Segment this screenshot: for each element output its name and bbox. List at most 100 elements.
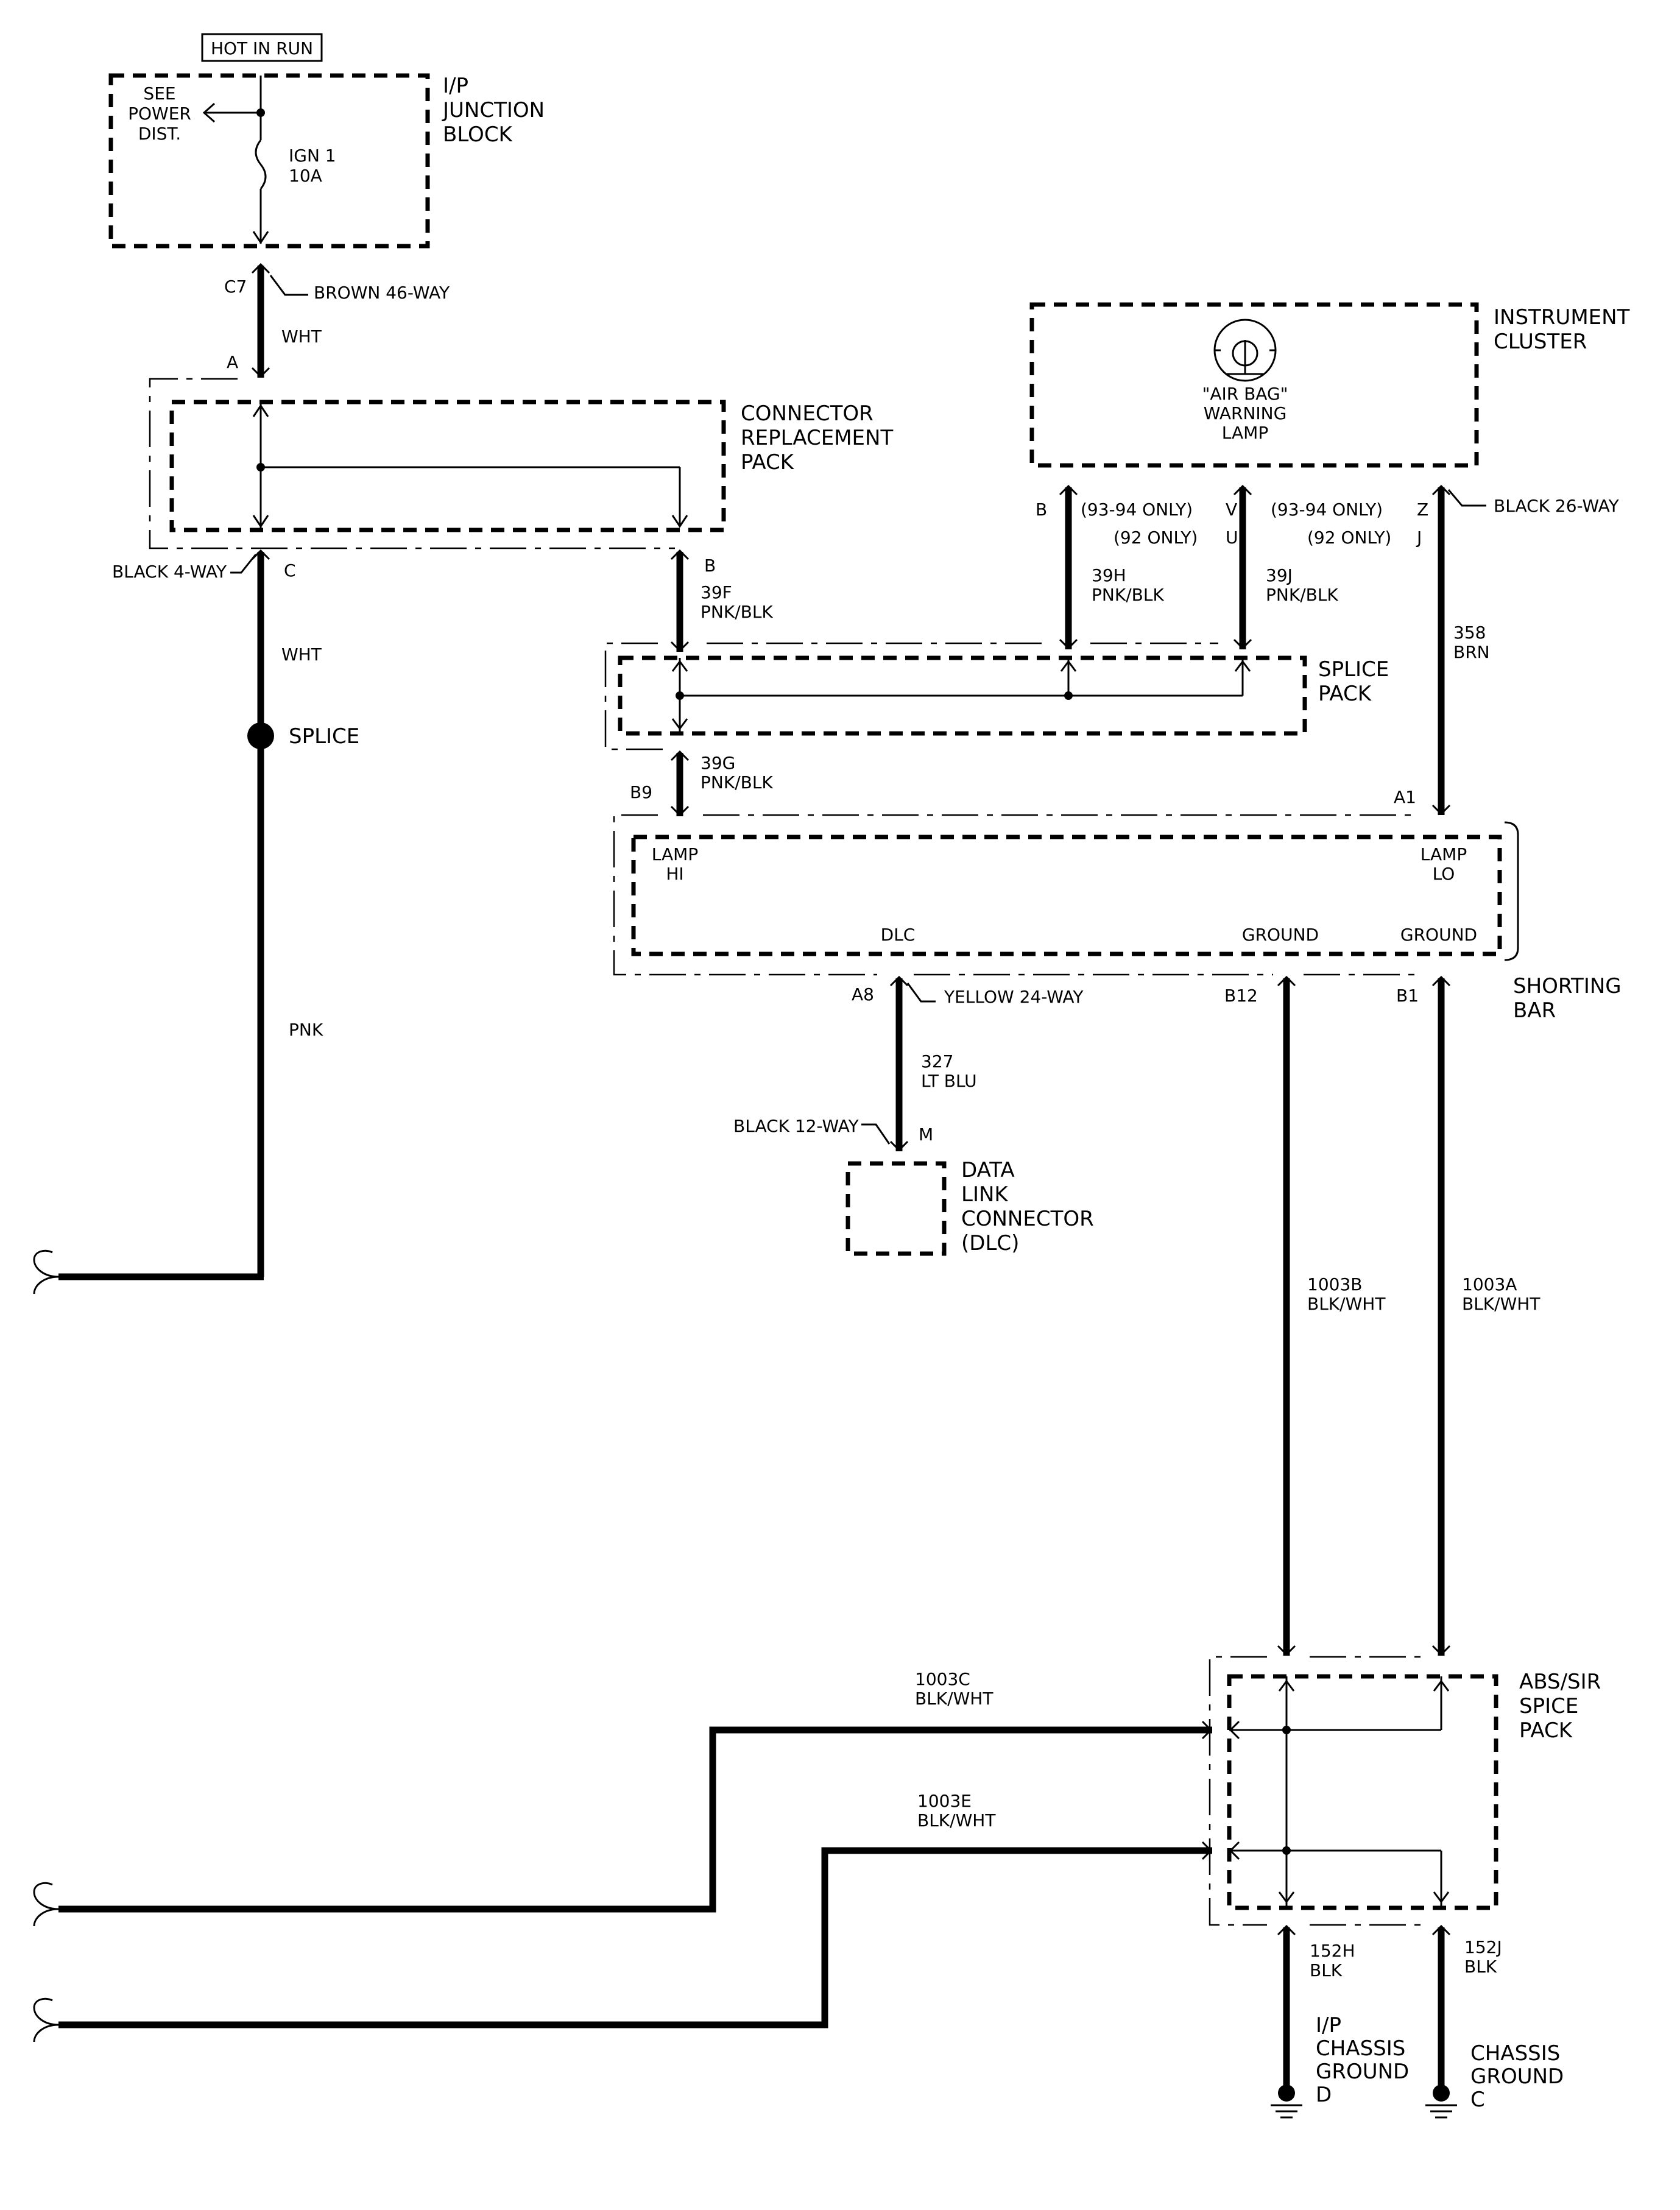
- splice-pack: SPLICE PACK: [604, 642, 1389, 750]
- shorting-ground-2: GROUND: [1400, 925, 1477, 945]
- splice-dot: [247, 722, 274, 749]
- crp-name-1: CONNECTOR: [741, 401, 874, 426]
- abs-sir-spice-pack: ABS/SIR SPICE PACK: [1209, 1656, 1601, 1926]
- dlc-name-4: (DLC): [961, 1231, 1019, 1255]
- dlc-pin-m: M: [919, 1124, 933, 1145]
- shorting-pin-a1: A1: [1394, 787, 1416, 807]
- cluster-name-1: INSTRUMENT: [1494, 305, 1630, 330]
- cluster-note-93-94-right: (93-94 ONLY): [1271, 500, 1383, 520]
- see-power-line-3: DIST.: [138, 124, 181, 144]
- wire-39j-number: 39J: [1266, 565, 1293, 585]
- wire-39j-color: PNK/BLK: [1266, 585, 1338, 605]
- cluster-note-92-left: (92 ONLY): [1114, 528, 1198, 548]
- wire-358-number: 358: [1453, 623, 1486, 643]
- cluster-pin-v: V: [1226, 500, 1237, 520]
- cluster-wires: 39H PNK/BLK 39J PNK/BLK 358 BRN: [1059, 484, 1490, 816]
- shorting-bar: B9 A1 LAMP HI LAMP LO DLC GROUND GROUND …: [613, 782, 1622, 1023]
- c7-pin: C7: [224, 277, 247, 297]
- wire-1003a-number: 1003A: [1462, 1274, 1517, 1294]
- wire-39g-color: PNK/BLK: [701, 772, 773, 793]
- shorting-ground-1: GROUND: [1242, 925, 1319, 945]
- cluster-name-2: CLUSTER: [1494, 330, 1587, 354]
- data-link-connector: BLACK 12-WAY M DATA LINK CONNECTOR (DLC): [733, 1116, 1094, 1256]
- cluster-pin-b: B: [1036, 500, 1047, 520]
- wire-358-color: BRN: [1453, 642, 1490, 662]
- crp-c-wire-color: WHT: [281, 644, 322, 665]
- ip-ground-name-1: I/P: [1316, 2013, 1341, 2038]
- dlc-connector-name: BLACK 12-WAY: [733, 1116, 859, 1136]
- hot-in-run-label: HOT IN RUN: [211, 38, 313, 58]
- ip-block-name-2: JUNCTION: [442, 98, 545, 122]
- wire-39f-number: 39F: [701, 582, 732, 602]
- chassis-ground-name-3: C: [1470, 2088, 1485, 2112]
- shorting-pin-a8: A8: [852, 984, 874, 1004]
- wire-1003c-color: BLK/WHT: [915, 1689, 994, 1709]
- ip-ground-name-4: D: [1316, 2083, 1332, 2107]
- chassis-ground-name-2: GROUND: [1470, 2064, 1564, 2089]
- left-pnk-circuit: WHT SPLICE PNK: [33, 552, 359, 1294]
- wire-39g-number: 39G: [701, 753, 735, 773]
- wire-1003e-color: BLK/WHT: [917, 1810, 996, 1830]
- lamp-label-1: "AIR BAG": [1202, 384, 1288, 404]
- pnk-wire-label: PNK: [289, 1020, 323, 1040]
- cluster-connector-name: BLACK 26-WAY: [1494, 496, 1620, 516]
- chassis-ground-icon: [1433, 2085, 1450, 2102]
- chassis-grounds: 152H BLK I/P CHASSIS GROUND D 152J BLK C…: [1271, 1924, 1564, 2119]
- ground-wires: 1003B BLK/WHT 1003A BLK/WHT: [1277, 975, 1541, 1656]
- dlc-name-2: LINK: [961, 1182, 1009, 1207]
- crp-pin-c: C: [284, 560, 296, 581]
- wire-1003b-number: 1003B: [1307, 1274, 1362, 1294]
- splice-pack-name-1: SPLICE: [1318, 657, 1389, 682]
- ip-ground-name-3: GROUND: [1316, 2060, 1409, 2084]
- lamp-label-2: WARNING: [1204, 403, 1287, 423]
- fuse-icon: [255, 139, 267, 189]
- cluster-pin-u: U: [1226, 528, 1238, 548]
- crp-name-2: REPLACEMENT: [741, 426, 893, 450]
- c7-connector-name: BROWN 46-WAY: [314, 283, 450, 303]
- instrument-cluster: "AIR BAG" WARNING LAMP INSTRUMENT CLUSTE…: [1029, 302, 1630, 548]
- wire-152h-color: BLK: [1310, 1960, 1343, 1980]
- lamp-label-3: LAMP: [1222, 423, 1268, 443]
- abs-sir-name-3: PACK: [1519, 1718, 1573, 1743]
- fuse-name: IGN 1: [289, 146, 336, 166]
- abs-sir-name-2: SPICE: [1519, 1694, 1578, 1718]
- wire-327-color: LT BLU: [921, 1071, 977, 1091]
- see-power-line-1: SEE: [143, 83, 175, 104]
- shorting-bar-name-2: BAR: [1513, 998, 1556, 1023]
- splice-pack-name-2: PACK: [1318, 682, 1372, 706]
- lamp-lo-2: LO: [1433, 864, 1455, 884]
- crp-pin-b: B: [704, 556, 716, 576]
- left-ground-wires: 1003C BLK/WHT 1003E BLK/WHT: [33, 1669, 1213, 2042]
- fuse-rating: 10A: [289, 166, 322, 186]
- wire-1003a-color: BLK/WHT: [1462, 1294, 1541, 1314]
- see-power-line-2: POWER: [128, 104, 191, 124]
- chassis-ground-name-1: CHASSIS: [1470, 2041, 1560, 2066]
- ip-ground-name-2: CHASSIS: [1316, 2036, 1405, 2061]
- wire-39f: 39F PNK/BLK: [670, 552, 773, 652]
- wire-327: 327 LT BLU: [889, 975, 977, 1152]
- wire-1003b-color: BLK/WHT: [1307, 1294, 1386, 1314]
- crp-name-3: PACK: [741, 450, 795, 475]
- lamp-hi-2: HI: [666, 864, 683, 884]
- crp-connector-name: BLACK 4-WAY: [112, 562, 227, 582]
- shorting-connector-name: YELLOW 24-WAY: [944, 987, 1084, 1007]
- ip-junction-block: SEE POWER DIST. IGN 1 10A I/P JUNCTION B…: [108, 73, 545, 249]
- shorting-pin-b9: B9: [630, 782, 652, 802]
- wire-152j-color: BLK: [1464, 1957, 1497, 1977]
- wire-39g: 39G PNK/BLK: [670, 750, 773, 817]
- splice-label: SPLICE: [289, 724, 359, 749]
- connector-replacement-pack: A CONNECTOR REPLACEMENT PACK C BLACK 4-W…: [112, 352, 893, 582]
- ip-block-name-3: BLOCK: [443, 122, 514, 147]
- wire-39h-number: 39H: [1092, 565, 1126, 585]
- dlc-name-1: DATA: [961, 1158, 1015, 1182]
- wire-1003e-number: 1003E: [917, 1791, 972, 1811]
- shorting-pin-b1: B1: [1396, 986, 1419, 1006]
- air-bag-lamp-icon: [1213, 319, 1277, 382]
- wire-39f-color: PNK/BLK: [701, 602, 773, 622]
- cluster-note-93-94-left: (93-94 ONLY): [1081, 500, 1193, 520]
- cluster-pin-z: Z: [1417, 500, 1428, 520]
- wire-152j-number: 152J: [1464, 1937, 1502, 1957]
- shorting-dlc: DLC: [881, 925, 916, 945]
- dlc-name-3: CONNECTOR: [961, 1207, 1094, 1231]
